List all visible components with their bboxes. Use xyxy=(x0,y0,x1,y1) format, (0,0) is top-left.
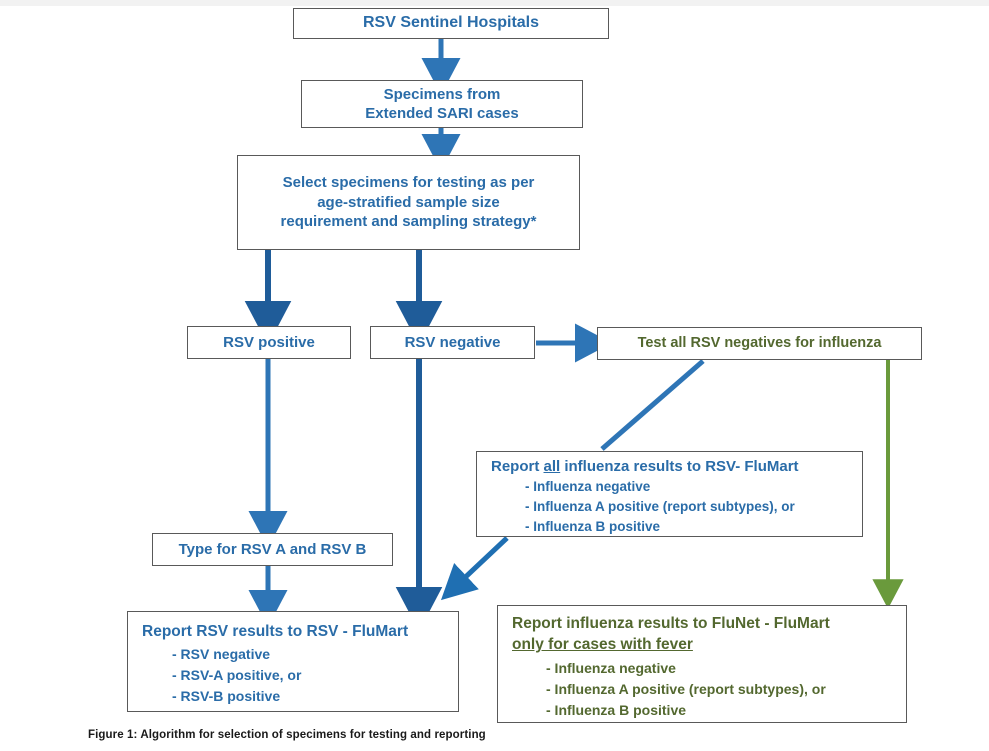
node-select-specimens-for-testing[interactable]: Select specimens for testing as per age-… xyxy=(237,155,580,250)
list-item: - Influenza negative xyxy=(546,659,676,676)
node-header: Report all influenza results to RSV- Flu… xyxy=(491,458,799,475)
node-report-all-influenza-results-to-rsv-flumart[interactable]: Report all influenza results to RSV- Flu… xyxy=(476,451,863,537)
figure-caption: Figure 1: Algorithm for selection of spe… xyxy=(88,729,486,741)
node-bullet-list: - RSV negative - RSV-A positive, or - RS… xyxy=(172,644,301,707)
node-title-line-2: age-stratified sample size xyxy=(317,193,500,211)
node-bullet-list: - Influenza negative - Influenza A posit… xyxy=(546,658,826,721)
list-item: - RSV-A positive, or xyxy=(172,667,302,683)
list-item: - RSV-B positive xyxy=(172,688,281,704)
node-header: Report influenza results to FluNet - Flu… xyxy=(512,614,830,656)
node-title: Type for RSV A and RSV B xyxy=(178,540,367,558)
node-report-influenza-results-to-flunet-flumart[interactable]: Report influenza results to FluNet - Flu… xyxy=(497,605,907,723)
node-title: Test all RSV negatives for influenza xyxy=(637,334,882,351)
node-title: RSV negative xyxy=(404,333,501,351)
list-item: - RSV negative xyxy=(172,646,271,662)
node-header-line-1: Report influenza results to FluNet - Flu… xyxy=(512,615,830,633)
node-rsv-sentinel-hospitals[interactable]: RSV Sentinel Hospitals xyxy=(293,8,609,39)
list-item: - Influenza negative xyxy=(525,478,651,494)
node-rsv-negative[interactable]: RSV negative xyxy=(370,326,535,359)
node-bullet-list: - Influenza negative - Influenza A posit… xyxy=(525,477,795,538)
node-title-line-2: Extended SARI cases xyxy=(365,105,519,122)
top-band xyxy=(0,0,989,6)
node-test-all-rsv-negatives-for-influenza[interactable]: Test all RSV negatives for influenza xyxy=(597,327,922,360)
list-item: - Influenza B positive xyxy=(546,701,687,718)
list-item: - Influenza A positive (report subtypes)… xyxy=(546,680,826,697)
node-type-for-rsv-a-and-rsv-b[interactable]: Type for RSV A and RSV B xyxy=(152,533,393,566)
node-report-rsv-results-to-rsv-flumart[interactable]: Report RSV results to RSV - FluMart - RS… xyxy=(127,611,459,712)
node-rsv-positive[interactable]: RSV positive xyxy=(187,326,351,359)
node-title-line-1: Select specimens for testing as per xyxy=(282,174,535,192)
node-title: RSV positive xyxy=(223,333,315,351)
list-item: - Influenza B positive xyxy=(525,519,661,535)
node-header: Report RSV results to RSV - FluMart xyxy=(142,623,409,640)
node-header-line-2-emphasis: only for cases with fever xyxy=(512,636,693,653)
node-header-suffix: influenza results to RSV- FluMart xyxy=(560,457,799,475)
node-header-emphasis: all xyxy=(543,457,561,475)
list-item: - Influenza A positive (report subtypes)… xyxy=(525,498,795,514)
edge-test-all-to-report-influenza xyxy=(600,359,705,451)
node-title: RSV Sentinel Hospitals xyxy=(362,14,540,32)
node-title-line-3: requirement and sampling strategy* xyxy=(280,213,537,231)
node-specimens-from-extended-sari-cases[interactable]: Specimens from Extended SARI cases xyxy=(301,80,583,128)
edge-report-influenza-to-report-rsv xyxy=(440,536,509,601)
node-title-line-1: Specimens from xyxy=(383,85,501,103)
node-header-prefix: Report xyxy=(491,457,544,475)
